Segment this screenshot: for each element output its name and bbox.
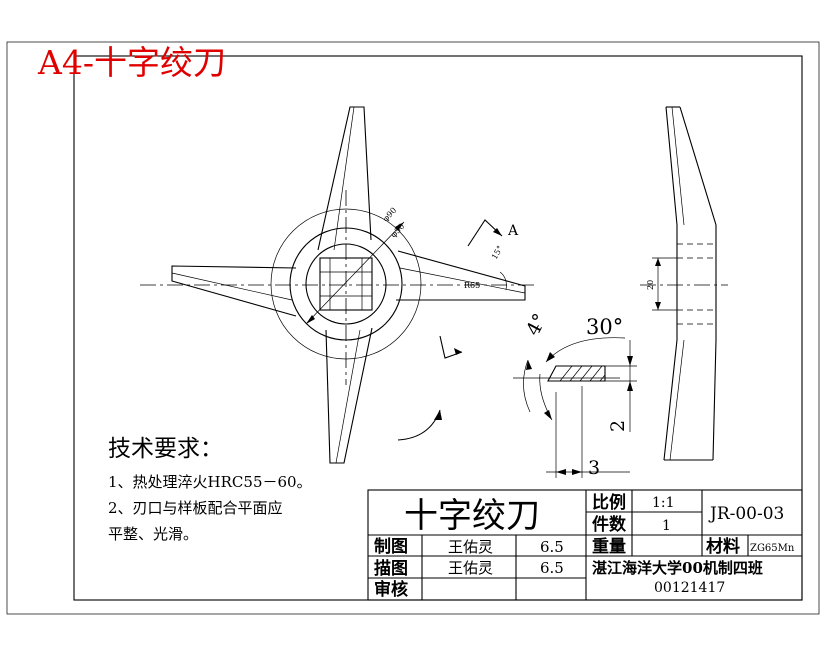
scale-label: 比例 — [592, 492, 626, 513]
qty-label: 件数 — [592, 514, 627, 535]
blade-bottom — [325, 327, 373, 464]
view-arrow-a: A — [507, 223, 519, 239]
scale-value: 1:1 — [652, 495, 675, 511]
dim-4deg: 4° — [522, 310, 552, 339]
drawn-name: 王佑灵 — [448, 538, 493, 556]
drawing-number: JR-00-03 — [708, 504, 784, 524]
dim-2: 2 — [607, 420, 629, 432]
section-hatch — [547, 365, 606, 382]
technical-requirements: 技术要求： 1、热处理淬火HRC55－60。 2、刃口与样板配合平面应 平整、光… — [108, 436, 312, 543]
title-block: 十字绞刀 比例 1:1 件数 1 JR-00-03 重量 材料 ZG65Mn 制… — [367, 489, 803, 601]
requirement-line-3: 平整、光滑。 — [108, 525, 198, 543]
student-id: 00121417 — [654, 580, 725, 596]
dim-20: 20 — [646, 280, 655, 290]
side-view: 20 — [640, 106, 728, 461]
school-name: 湛江海洋大学00机制四班 — [592, 559, 763, 577]
part-name: 十字绞刀 — [404, 496, 540, 536]
outer-frame — [6, 41, 820, 615]
side-profile-right — [679, 106, 717, 461]
dim-3: 3 — [588, 457, 600, 479]
main-view: φ90 φ50 R65 15° A — [140, 106, 535, 464]
dim-r65: R65 — [464, 281, 480, 290]
checked-label: 审核 — [374, 579, 408, 600]
section-detail: 4° 30° 2 3 — [513, 310, 637, 479]
requirement-line-1: 1、热处理淬火HRC55－60。 — [108, 473, 312, 491]
sheet-title: A4-十字绞刀 — [37, 43, 226, 82]
drawn-value: 6.5 — [540, 538, 564, 556]
requirements-heading: 技术要求： — [108, 436, 223, 462]
inner-hub-circle — [305, 243, 387, 325]
weight-label: 重量 — [592, 536, 626, 557]
traced-name: 王佑灵 — [448, 559, 493, 577]
dim-d90: φ90 — [381, 206, 398, 224]
blade-left — [171, 265, 297, 317]
outer-hub-circle — [289, 227, 403, 341]
traced-label: 描图 — [374, 558, 408, 579]
blade-right — [396, 250, 526, 301]
dim-15deg: 15° — [490, 244, 505, 261]
requirement-line-2: 2、刃口与样板配合平面应 — [108, 499, 283, 517]
material-value: ZG65Mn — [750, 543, 795, 554]
qty-value: 1 — [662, 518, 671, 534]
side-profile-left — [663, 106, 678, 461]
drawn-label: 制图 — [374, 536, 408, 557]
dim-30deg: 30° — [586, 315, 623, 339]
blade-top — [317, 106, 372, 251]
traced-value: 6.5 — [540, 559, 564, 577]
center-square — [319, 257, 373, 311]
material-label: 材料 — [706, 536, 740, 557]
